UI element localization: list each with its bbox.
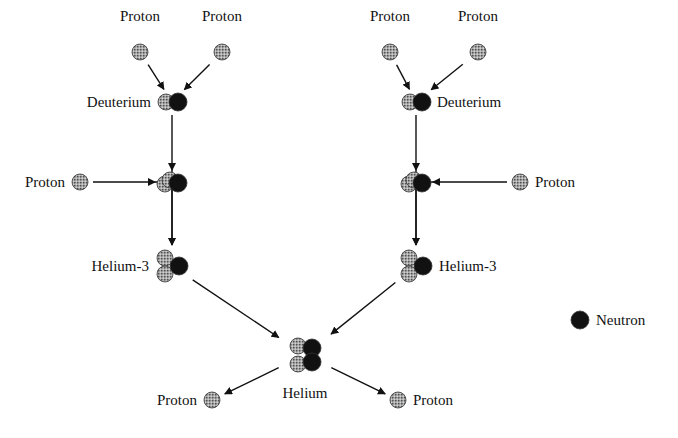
particle-cluster: [157, 93, 187, 111]
particle-label: Proton: [535, 174, 575, 191]
reaction-arrow: [331, 283, 395, 335]
arrow-head: [168, 163, 176, 171]
particle-node: Deuterium: [399, 91, 503, 113]
arrow-head: [148, 178, 156, 186]
particle-node: Proton: [368, 6, 412, 63]
particle-cluster: [155, 249, 189, 283]
particle-node: Proton: [387, 389, 455, 411]
particle-cluster: [389, 391, 407, 409]
proton-particle: [72, 174, 88, 190]
neutron-particle: [571, 311, 589, 329]
neutron-particle: [169, 174, 187, 192]
label-group: Helium: [283, 385, 328, 402]
particle-cluster: [203, 391, 221, 409]
intermediate-cluster: [401, 172, 431, 192]
particle-label: Helium: [283, 385, 328, 402]
particle-label: Proton: [157, 392, 197, 409]
label-group: Proton: [157, 392, 197, 409]
particle-node: Proton: [509, 171, 577, 193]
legend: Neutron: [570, 310, 645, 330]
particle-cluster: [287, 335, 323, 375]
reaction-arrow: [431, 64, 463, 89]
reaction-arrow: [148, 65, 164, 90]
particle-label: Deuterium: [437, 94, 501, 111]
label-group: Helium-3: [439, 258, 497, 275]
legend-row: Neutron: [570, 310, 645, 330]
proton-particle: [512, 174, 528, 190]
particle-cluster: [71, 173, 89, 191]
particle-node: Deuterium: [85, 91, 189, 113]
proton-particle: [214, 44, 230, 60]
arrow-head: [412, 163, 420, 171]
reaction-arrow: [93, 182, 172, 245]
particle-node: Proton: [200, 6, 244, 63]
label-group: Proton: [458, 8, 498, 25]
neutron-particle: [169, 93, 187, 111]
legend-swatch: [570, 310, 590, 330]
particle-node: Proton: [155, 389, 223, 411]
label-group: Helium-3: [92, 258, 150, 275]
particle-label: Helium-3: [92, 258, 150, 275]
neutron-particle: [303, 353, 321, 371]
proton-particle: [132, 44, 148, 60]
neutron-particle: [170, 257, 188, 275]
particle-label: Proton: [25, 174, 65, 191]
reaction-arrow: [184, 64, 209, 89]
label-group: Proton: [370, 8, 410, 25]
particle-cluster: [469, 43, 487, 61]
label-group: Proton: [120, 8, 160, 25]
particle-label: Deuterium: [87, 94, 151, 111]
proton-particle: [470, 44, 486, 60]
particle-node: Proton: [118, 6, 162, 63]
reaction-arrow: [397, 65, 410, 89]
label-group: Proton: [25, 174, 65, 191]
reaction-arrow: [331, 368, 385, 394]
label-group: Deuterium: [437, 94, 501, 111]
label-group: Proton: [535, 174, 575, 191]
particle-label: Proton: [413, 392, 453, 409]
particle-cluster: [401, 93, 431, 111]
particle-cluster: [131, 43, 149, 61]
arrow-head: [432, 178, 440, 186]
particle-label: Proton: [120, 8, 160, 25]
intermediate-cluster: [157, 172, 187, 192]
particle-cluster: [511, 173, 529, 191]
particle-cluster: [213, 43, 231, 61]
particle-node: Helium-3: [397, 247, 499, 285]
legend-label: Neutron: [596, 312, 645, 329]
particle-label: Proton: [458, 8, 498, 25]
particle-cluster: [381, 43, 399, 61]
proton-particle: [204, 392, 220, 408]
neutron-particle: [414, 257, 432, 275]
particle-label: Helium-3: [439, 258, 497, 275]
particle-label: Proton: [370, 8, 410, 25]
neutron-particle: [413, 93, 431, 111]
proton-particle: [390, 392, 406, 408]
label-group: Deuterium: [87, 94, 151, 111]
neutron-particle: [413, 174, 431, 192]
particle-node: Helium-3: [90, 247, 192, 285]
particle-node: Helium: [281, 333, 330, 404]
particle-cluster: [399, 249, 433, 283]
reaction-arrow: [225, 368, 279, 394]
reaction-arrow: [193, 280, 279, 338]
particle-node: Proton: [23, 171, 91, 193]
particle-label: Proton: [202, 8, 242, 25]
particle-node: Proton: [456, 6, 500, 63]
reaction-arrow: [416, 182, 507, 245]
label-group: Proton: [413, 392, 453, 409]
proton-particle: [382, 44, 398, 60]
label-group: Proton: [202, 8, 242, 25]
